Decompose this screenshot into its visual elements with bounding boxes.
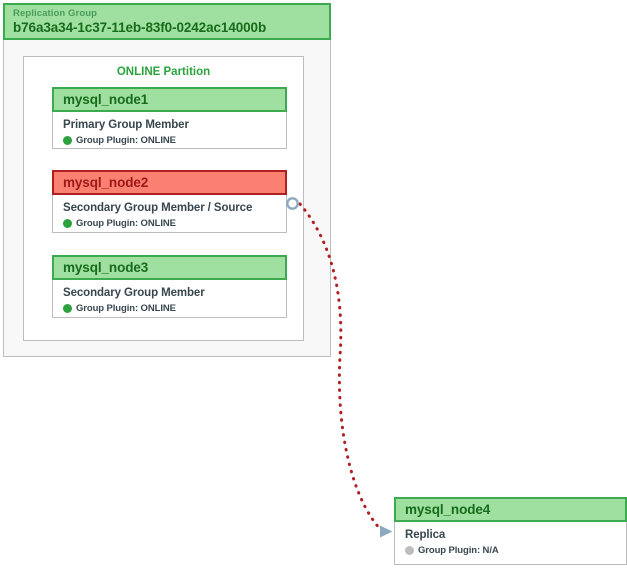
node-mysql_node3-role: Secondary Group Member: [63, 287, 205, 299]
node-mysql_node3-status-text: Group Plugin: ONLINE: [76, 303, 176, 314]
status-online-dot-icon: [63, 304, 72, 313]
status-online-dot-icon: [63, 136, 72, 145]
node-mysql_node2[interactable]: mysql_node2 Secondary Group Member / Sou…: [52, 170, 287, 233]
node-mysql_node3[interactable]: mysql_node3 Secondary Group Member Group…: [52, 255, 287, 318]
node-mysql_node2-status: Group Plugin: ONLINE: [63, 218, 286, 229]
status-online-dot-icon: [63, 219, 72, 228]
node-mysql_node1-body: Primary Group Member Group Plugin: ONLIN…: [53, 112, 286, 146]
node-mysql_node4-status-text: Group Plugin: N/A: [418, 545, 499, 556]
node-mysql_node4[interactable]: mysql_node4 Replica Group Plugin: N/A: [394, 497, 627, 565]
node-mysql_node4-body: Replica Group Plugin: N/A: [395, 522, 626, 556]
node-mysql_node1-title: mysql_node1: [63, 92, 149, 107]
node-mysql_node2-title: mysql_node2: [63, 175, 149, 190]
node-mysql_node1[interactable]: mysql_node1 Primary Group Member Group P…: [52, 87, 287, 149]
node-mysql_node3-header: mysql_node3: [52, 255, 287, 280]
node-mysql_node2-header: mysql_node2: [52, 170, 287, 195]
node-mysql_node3-status: Group Plugin: ONLINE: [63, 303, 286, 314]
replication-group-header: Replication Group b76a3a34-1c37-11eb-83f…: [3, 3, 331, 40]
node-mysql_node3-body: Secondary Group Member Group Plugin: ONL…: [53, 280, 286, 314]
node-mysql_node3-title: mysql_node3: [63, 260, 149, 275]
status-offline-dot-icon: [405, 546, 414, 555]
node-mysql_node2-body: Secondary Group Member / Source Group Pl…: [53, 195, 286, 229]
node-mysql_node4-role: Replica: [405, 529, 446, 541]
node-mysql_node4-header: mysql_node4: [394, 497, 627, 522]
node-mysql_node1-role: Primary Group Member: [63, 119, 189, 131]
partition-title: ONLINE Partition: [116, 66, 211, 78]
replication-group-uuid: b76a3a34-1c37-11eb-83f0-0242ac14000b: [13, 20, 267, 35]
node-mysql_node2-role: Secondary Group Member / Source: [63, 202, 253, 214]
replication-group-label: Replication Group: [13, 8, 98, 19]
node-mysql_node1-status-text: Group Plugin: ONLINE: [76, 135, 176, 146]
node-mysql_node1-header: mysql_node1: [52, 87, 287, 112]
node-mysql_node2-status-text: Group Plugin: ONLINE: [76, 218, 176, 229]
connector-target-arrow-icon: [380, 525, 393, 538]
node-mysql_node1-status: Group Plugin: ONLINE: [63, 135, 286, 146]
node-mysql_node4-title: mysql_node4: [405, 502, 491, 517]
node-mysql_node4-status: Group Plugin: N/A: [405, 545, 626, 556]
